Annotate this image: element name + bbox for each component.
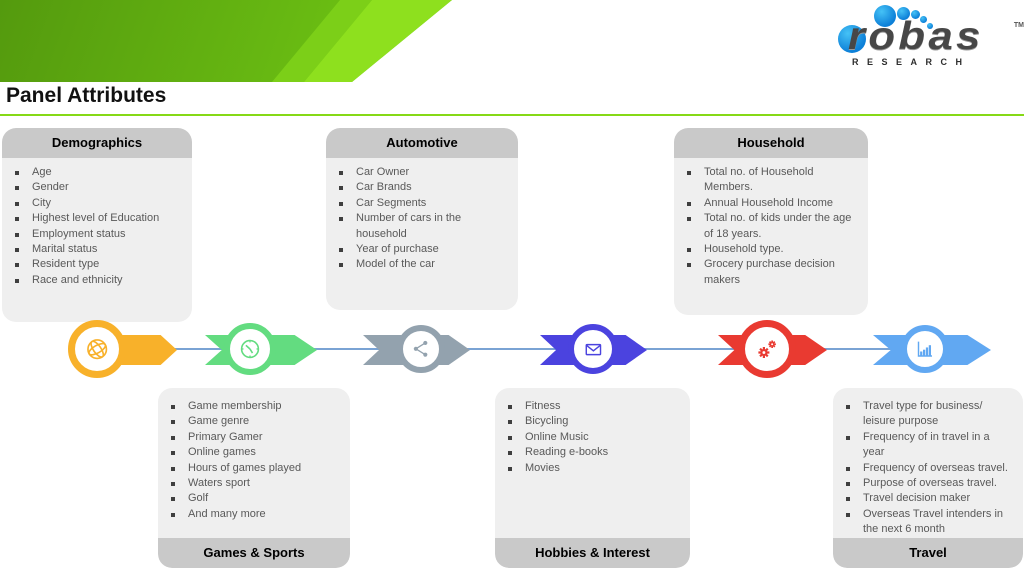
list-item: Frequency of in travel in a year <box>833 430 1009 461</box>
robas-research-logo: robas TM RESEARCH <box>836 4 1024 72</box>
list-item: Game membership <box>158 399 336 414</box>
logo-circle <box>838 25 866 53</box>
list-item: Year of purchase <box>326 242 504 257</box>
card-title: Hobbies & Interest <box>495 538 690 568</box>
card-title: Automotive <box>326 128 518 158</box>
list-item: And many more <box>158 507 336 522</box>
list-item: Reading e-books <box>495 445 676 460</box>
list-item: Number of cars in the household <box>326 211 504 242</box>
bar-chart-icon <box>901 325 949 373</box>
envelope-icon <box>568 324 618 374</box>
logo-circle <box>874 5 896 27</box>
attribute-list: Total no. of Household Members.Annual Ho… <box>674 158 868 315</box>
list-item: Race and ethnicity <box>2 273 178 288</box>
logo-trademark: TM <box>1013 22 1024 29</box>
list-item: Highest level of Education <box>2 211 178 226</box>
attribute-list: Travel type for business/ leisure purpos… <box>833 388 1023 538</box>
list-item: Household type. <box>674 242 854 257</box>
list-item: Online games <box>158 445 336 460</box>
list-item: Annual Household Income <box>674 196 854 211</box>
list-item: Primary Gamer <box>158 430 336 445</box>
logo-circle <box>897 7 910 20</box>
list-item: Grocery purchase decision makers <box>674 257 854 288</box>
logo-circle <box>911 10 920 19</box>
list-item: Car Owner <box>326 165 504 180</box>
list-item: Gender <box>2 180 178 195</box>
list-item: Travel type for business/ leisure purpos… <box>833 399 1009 430</box>
logo-brand-text: robas <box>848 15 984 58</box>
list-item: Car Segments <box>326 196 504 211</box>
logo-subtitle: RESEARCH <box>852 57 971 67</box>
list-item: Travel decision maker <box>833 491 1009 506</box>
title-divider <box>0 114 1024 116</box>
list-item: Golf <box>158 491 336 506</box>
list-item: Employment status <box>2 227 178 242</box>
list-item: Hours of games played <box>158 461 336 476</box>
card-title: Travel <box>833 538 1023 568</box>
list-item: Total no. of Household Members. <box>674 165 854 196</box>
list-item: Frequency of overseas travel. <box>833 461 1009 476</box>
list-item: Fitness <box>495 399 676 414</box>
globe-icon <box>68 320 126 378</box>
list-item: Car Brands <box>326 180 504 195</box>
list-item: Resident type <box>2 257 178 272</box>
list-item: City <box>2 196 178 211</box>
list-item: Purpose of overseas travel. <box>833 476 1009 491</box>
card-household: Household Total no. of Household Members… <box>674 128 868 315</box>
clock-icon <box>224 323 276 375</box>
gears-icon <box>738 320 796 378</box>
list-item: Movies <box>495 461 676 476</box>
card-title: Household <box>674 128 868 158</box>
card-title: Games & Sports <box>158 538 350 568</box>
list-item: Game genre <box>158 414 336 429</box>
card-travel: Travel type for business/ leisure purpos… <box>833 388 1023 568</box>
logo-circle <box>920 16 927 23</box>
list-item: Online Music <box>495 430 676 445</box>
list-item: Total no. of kids under the age of 18 ye… <box>674 211 854 242</box>
list-item: Model of the car <box>326 257 504 272</box>
list-item: Overseas Travel intenders in the next 6 … <box>833 507 1009 538</box>
page-title: Panel Attributes <box>6 84 167 107</box>
list-item: Age <box>2 165 178 180</box>
logo-circle <box>927 23 933 29</box>
list-item: Marital status <box>2 242 178 257</box>
card-title: Demographics <box>2 128 192 158</box>
timeline-connector-line <box>97 348 927 350</box>
list-item: Bicycling <box>495 414 676 429</box>
share-icon <box>397 325 445 373</box>
list-item: Waters sport <box>158 476 336 491</box>
